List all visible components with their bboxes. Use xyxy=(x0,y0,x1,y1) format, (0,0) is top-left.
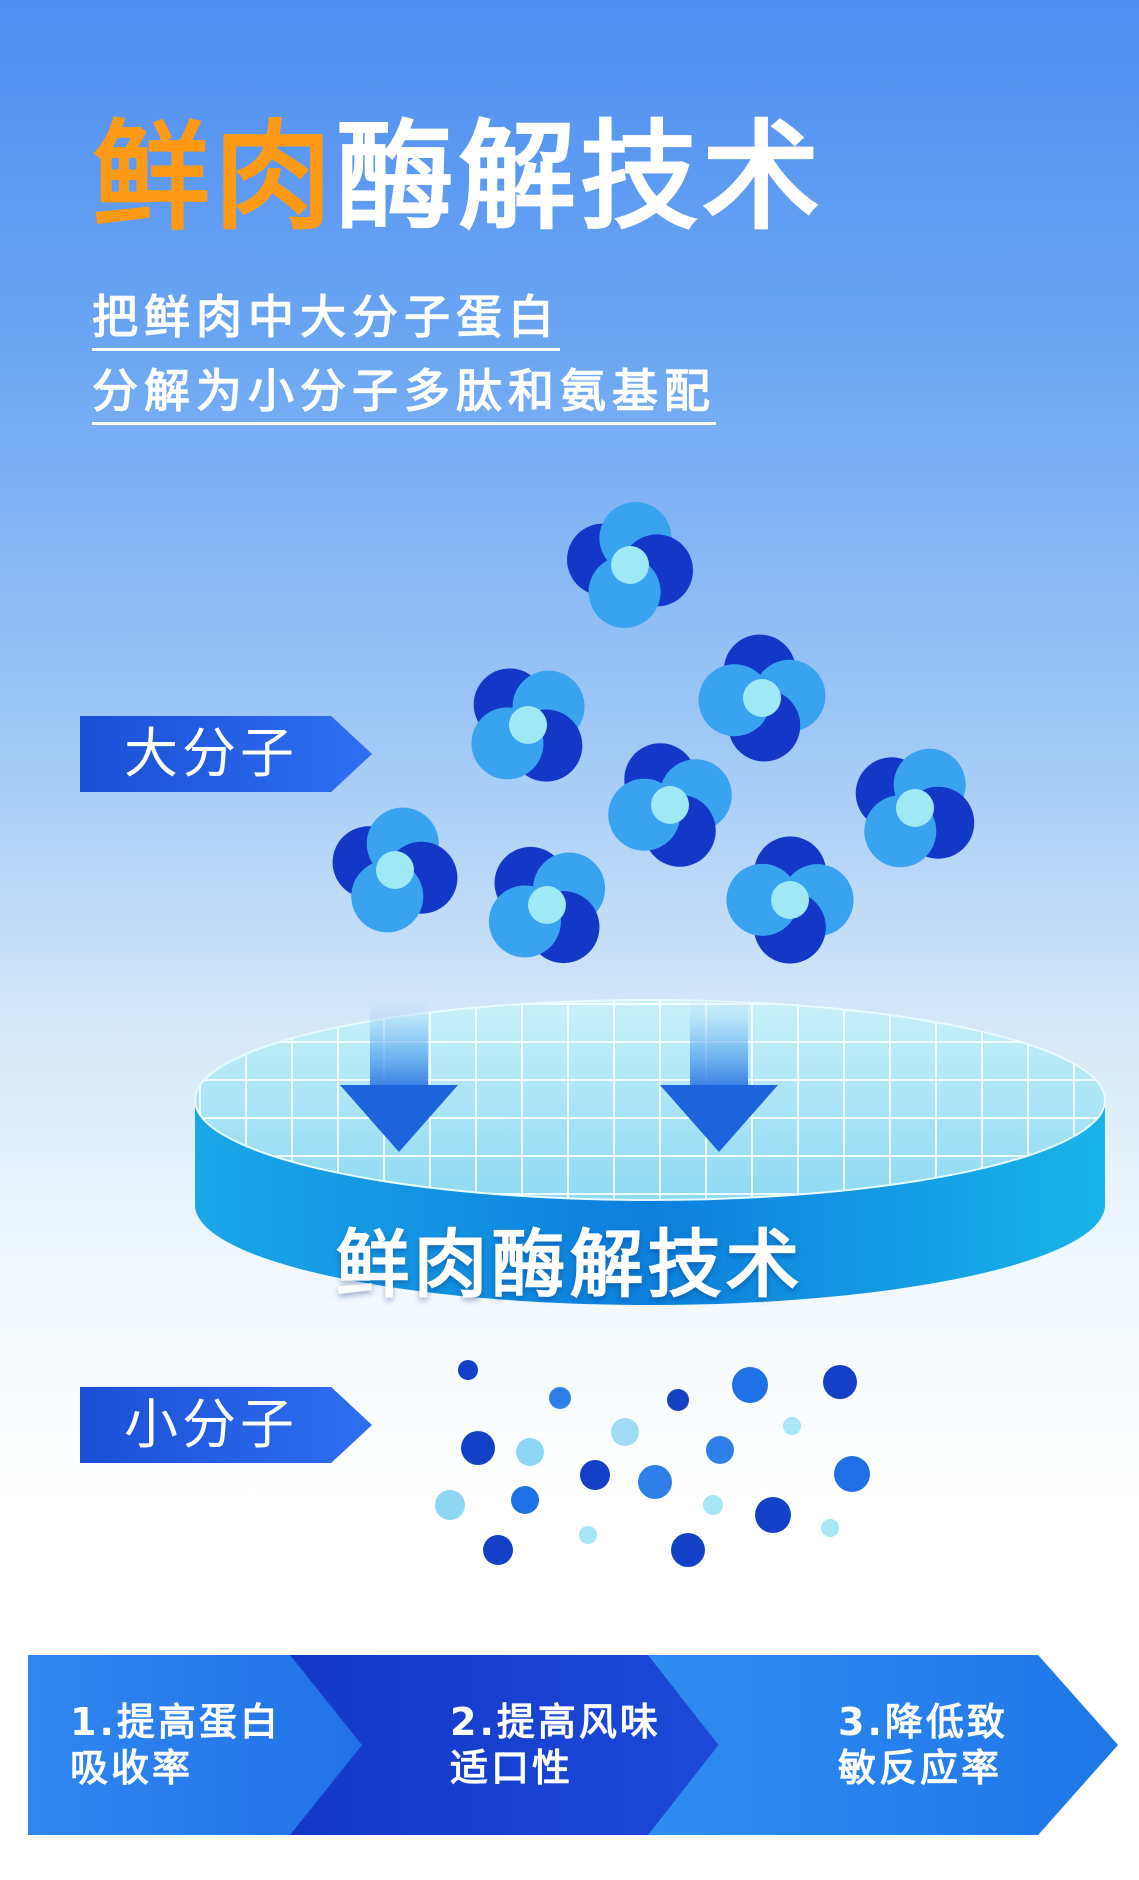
step-3-text: 3.降低致 敏反应率 xyxy=(838,1699,1008,1791)
disc-top xyxy=(195,1000,1105,1200)
big-molecule xyxy=(726,836,854,964)
small-particle xyxy=(435,1490,465,1520)
small-particle xyxy=(611,1418,639,1446)
step-1-line-2: 吸收率 xyxy=(70,1746,194,1790)
small-particle xyxy=(823,1365,857,1399)
small-particle xyxy=(461,1431,495,1465)
step-3-line-1: 3.降低致 xyxy=(838,1700,1008,1744)
small-particle xyxy=(511,1486,539,1514)
small-particle xyxy=(706,1436,734,1464)
big-molecule-label: 大分子 xyxy=(124,722,298,785)
big-molecule xyxy=(471,668,585,782)
subtitle-line-2: 分解为小分子多肽和氨基配 xyxy=(92,368,716,425)
title-accent: 鲜肉 xyxy=(92,108,337,246)
disc-label: 鲜肉酶解技术 xyxy=(335,1222,804,1308)
big-molecule xyxy=(332,807,458,933)
small-particle xyxy=(638,1465,672,1499)
step-2-arrow xyxy=(290,1655,740,1835)
step-2-line-1: 2.提高风味 xyxy=(450,1700,661,1744)
step-3-arrow xyxy=(648,1655,1118,1835)
small-molecule-tag: 小分子 xyxy=(80,1387,372,1463)
small-particle xyxy=(579,1526,597,1544)
small-particle xyxy=(580,1460,610,1490)
small-molecule-label: 小分子 xyxy=(124,1393,298,1456)
step-2-line-2: 适口性 xyxy=(450,1746,574,1790)
big-molecule-tag: 大分子 xyxy=(80,716,372,792)
small-particle xyxy=(834,1456,870,1492)
small-particle xyxy=(732,1367,768,1403)
page-title: 鲜肉酶解技术 xyxy=(92,118,824,236)
small-particle xyxy=(516,1438,544,1466)
big-molecule xyxy=(567,502,693,628)
small-particles-illustration xyxy=(435,1360,870,1567)
big-molecule xyxy=(698,634,826,762)
enzyme-disc-illustration xyxy=(194,990,1106,1305)
step-3: 3.降低致 敏反应率 xyxy=(648,1655,1118,1835)
step-1-line-1: 1.提高蛋白 xyxy=(70,1700,281,1744)
small-particle xyxy=(667,1389,689,1411)
small-particle xyxy=(703,1495,723,1515)
small-particle xyxy=(458,1360,478,1380)
title-main: 酶解技术 xyxy=(336,108,825,246)
step-2: 2.提高风味 适口性 xyxy=(290,1655,740,1835)
step-2-text: 2.提高风味 适口性 xyxy=(450,1699,661,1791)
tag-arrow-shape xyxy=(80,1387,372,1463)
small-particle xyxy=(783,1417,801,1435)
tag-arrow-shape xyxy=(80,716,372,792)
big-molecules-illustration xyxy=(332,502,975,964)
small-particle xyxy=(549,1387,571,1409)
big-molecule xyxy=(855,748,975,868)
small-particle xyxy=(755,1497,791,1533)
benefit-steps: 1.提高蛋白 吸收率 2.提高风味 适口性 3.降低致 敏反应率 xyxy=(28,1655,1118,1835)
down-arrow-right xyxy=(660,990,778,1152)
subtitle-line-1: 把鲜肉中大分子蛋白 xyxy=(92,294,560,351)
small-particle xyxy=(671,1533,705,1567)
big-molecule xyxy=(608,743,732,867)
small-particle xyxy=(483,1535,513,1565)
step-1-text: 1.提高蛋白 吸收率 xyxy=(70,1699,281,1791)
step-3-line-2: 敏反应率 xyxy=(838,1746,1003,1790)
small-particle xyxy=(821,1519,839,1537)
big-molecule xyxy=(488,846,606,964)
down-arrow-left xyxy=(340,990,458,1152)
